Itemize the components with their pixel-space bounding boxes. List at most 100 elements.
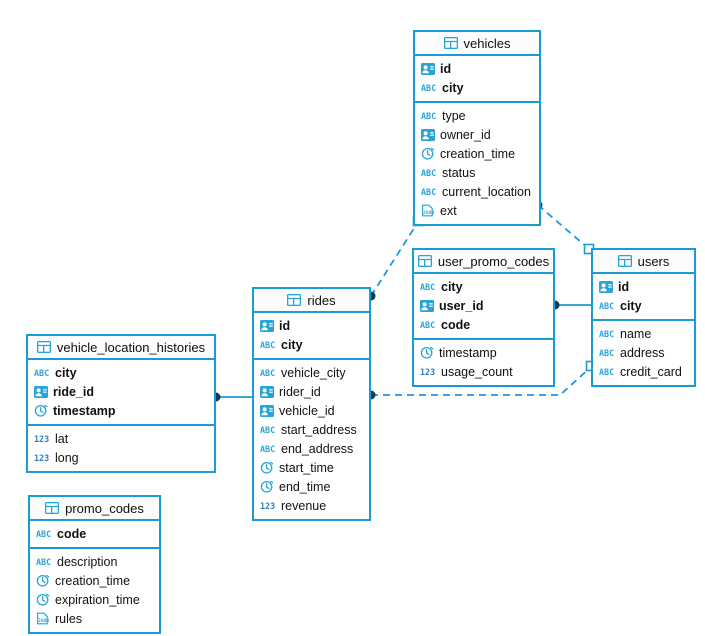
- column-label: expiration_time: [55, 592, 140, 607]
- svg-text:ABC: ABC: [421, 83, 436, 93]
- column-label: start_time: [279, 460, 334, 475]
- column-row[interactable]: ABC type: [415, 106, 539, 125]
- column-row[interactable]: timestamp: [28, 401, 214, 420]
- column-row[interactable]: ABC city: [414, 277, 553, 296]
- column-label: city: [620, 298, 642, 313]
- column-row[interactable]: creation_time: [415, 144, 539, 163]
- column-row[interactable]: ABC vehicle_city: [254, 363, 369, 382]
- column-row[interactable]: ABC city: [593, 296, 694, 315]
- abc-text-icon: ABC: [421, 111, 437, 121]
- column-row[interactable]: creation_time: [30, 571, 159, 590]
- svg-text:ABC: ABC: [599, 301, 614, 311]
- column-row[interactable]: ABC current_location: [415, 182, 539, 201]
- column-row[interactable]: ABC start_address: [254, 420, 369, 439]
- abc-text-icon: ABC: [420, 320, 436, 330]
- 123-number-icon: 123: [260, 501, 276, 511]
- column-label: lat: [55, 431, 69, 446]
- abc-text-icon: ABC: [599, 367, 615, 377]
- column-row[interactable]: ride_id: [28, 382, 214, 401]
- column-row[interactable]: JSON rules: [30, 609, 159, 628]
- clock-icon: [36, 593, 50, 606]
- column-row[interactable]: id: [593, 277, 694, 296]
- column-label: description: [57, 554, 118, 569]
- column-row[interactable]: ABC code: [414, 315, 553, 334]
- column-row[interactable]: ABC end_address: [254, 439, 369, 458]
- key-column-icon: [260, 385, 274, 398]
- column-label: city: [281, 337, 303, 352]
- column-label: city: [55, 365, 77, 380]
- key-columns-users: id ABC city: [593, 274, 694, 321]
- column-row[interactable]: owner_id: [415, 125, 539, 144]
- abc-text-icon: ABC: [34, 368, 50, 378]
- column-row[interactable]: 123 revenue: [254, 496, 369, 515]
- table-promo-codes[interactable]: promo_codes ABC code ABC description cre…: [28, 495, 161, 634]
- column-row[interactable]: ABC code: [30, 524, 159, 543]
- column-row[interactable]: ABC city: [415, 78, 539, 97]
- columns-user-promo-codes: timestamp 123 usage_count: [414, 340, 553, 385]
- column-label: status: [442, 165, 476, 180]
- table-header-vehicles: vehicles: [415, 32, 539, 56]
- column-row[interactable]: ABC address: [593, 343, 694, 362]
- column-row[interactable]: ABC status: [415, 163, 539, 182]
- clock-icon: [36, 574, 50, 587]
- column-row[interactable]: expiration_time: [30, 590, 159, 609]
- table-users[interactable]: users id ABC city ABC name ABC address A…: [591, 248, 696, 387]
- table-name: user_promo_codes: [437, 253, 550, 269]
- svg-text:JSON: JSON: [423, 210, 434, 216]
- key-column-icon: [34, 385, 48, 398]
- column-label: rules: [55, 611, 83, 626]
- column-row[interactable]: 123 usage_count: [414, 362, 553, 381]
- column-row[interactable]: ABC description: [30, 552, 159, 571]
- table-user-promo-codes[interactable]: user_promo_codes ABC city user_id ABC co…: [412, 248, 555, 387]
- column-label: vehicle_id: [279, 403, 335, 418]
- svg-text:ABC: ABC: [599, 367, 614, 377]
- column-row[interactable]: ABC city: [254, 335, 369, 354]
- clock-icon: [420, 346, 434, 359]
- svg-text:ABC: ABC: [260, 425, 275, 435]
- column-label: timestamp: [53, 403, 116, 418]
- table-name: rides: [307, 292, 336, 308]
- column-row[interactable]: ABC credit_card: [593, 362, 694, 381]
- column-label: long: [55, 450, 79, 465]
- abc-text-icon: ABC: [260, 368, 276, 378]
- column-row[interactable]: rider_id: [254, 382, 369, 401]
- abc-text-icon: ABC: [421, 187, 437, 197]
- table-vehicles[interactable]: vehicles id ABC city ABC type: [413, 30, 541, 226]
- table-rides[interactable]: rides id ABC city ABC vehicle_city rider…: [252, 287, 371, 521]
- table-header-users: users: [593, 250, 694, 274]
- column-row[interactable]: ABC name: [593, 324, 694, 343]
- columns-users: ABC name ABC address ABC credit_card: [593, 321, 694, 385]
- column-row[interactable]: start_time: [254, 458, 369, 477]
- key-column-icon: [260, 404, 274, 417]
- json-icon: JSON: [421, 204, 435, 217]
- key-column-icon: [260, 319, 274, 332]
- table-header-vehicle-location-histories: vehicle_location_histories: [28, 336, 214, 360]
- column-row[interactable]: timestamp: [414, 343, 553, 362]
- column-row[interactable]: JSON ext: [415, 201, 539, 220]
- table-header-promo-codes: promo_codes: [30, 497, 159, 521]
- abc-text-icon: ABC: [260, 425, 276, 435]
- columns-vehicle-location-histories: 123 lat 123 long: [28, 426, 214, 471]
- column-row[interactable]: end_time: [254, 477, 369, 496]
- column-label: id: [440, 61, 452, 76]
- 123-number-icon: 123: [34, 434, 50, 444]
- column-row[interactable]: ABC city: [28, 363, 214, 382]
- column-row[interactable]: user_id: [414, 296, 553, 315]
- column-label: creation_time: [55, 573, 131, 588]
- column-label: usage_count: [441, 364, 513, 379]
- column-label: type: [442, 108, 466, 123]
- column-label: revenue: [281, 498, 327, 513]
- column-row[interactable]: 123 long: [28, 448, 214, 467]
- table-icon: [417, 255, 432, 267]
- column-label: city: [442, 80, 464, 95]
- table-icon: [36, 341, 51, 353]
- column-row[interactable]: vehicle_id: [254, 401, 369, 420]
- column-row[interactable]: id: [415, 59, 539, 78]
- key-column-icon: [420, 299, 434, 312]
- clock-icon: [421, 147, 435, 160]
- table-vehicle-location-histories[interactable]: vehicle_location_histories ABC city ride…: [26, 334, 216, 473]
- column-label: rider_id: [279, 384, 321, 399]
- column-row[interactable]: id: [254, 316, 369, 335]
- column-row[interactable]: 123 lat: [28, 429, 214, 448]
